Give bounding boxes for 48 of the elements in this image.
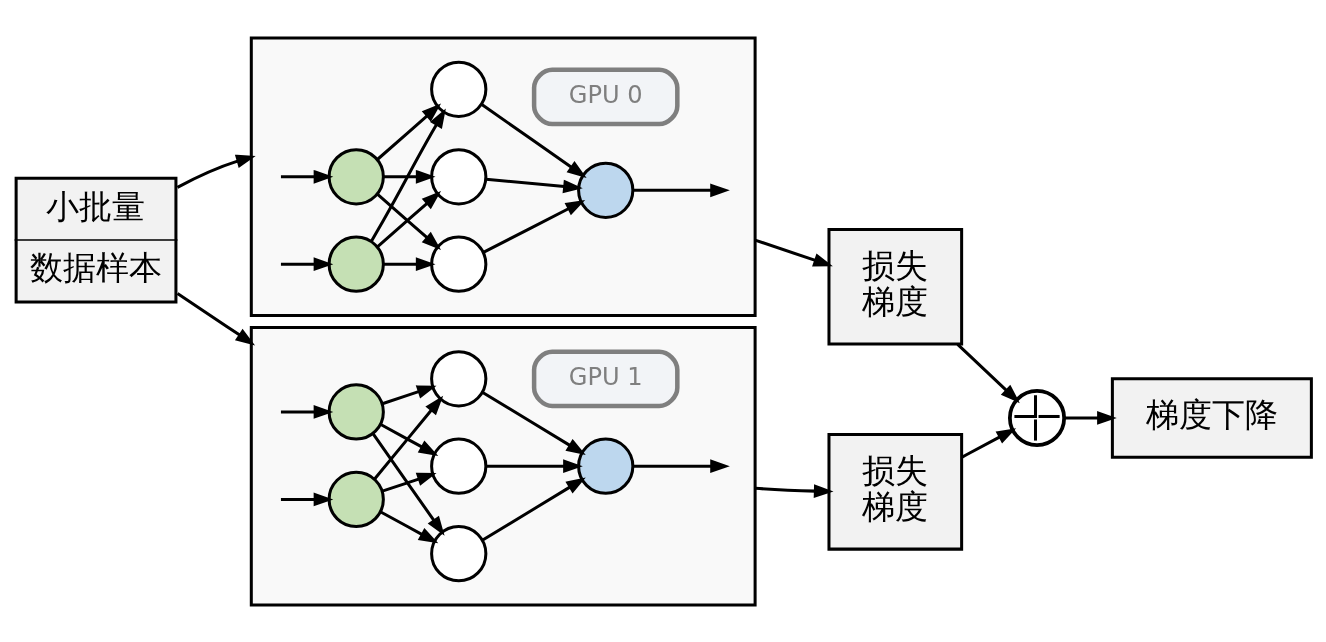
- arrow: [373, 395, 444, 480]
- arrow: [381, 384, 437, 405]
- arrow: [755, 483, 834, 498]
- arrow: [370, 107, 446, 242]
- arrow: [482, 199, 586, 254]
- arrow: [485, 458, 583, 473]
- arrow: [280, 404, 334, 419]
- arrow: [485, 177, 583, 193]
- arrow: [380, 510, 439, 543]
- arrow: [280, 492, 334, 506]
- arrow: [754, 238, 833, 267]
- arrow: [371, 432, 445, 536]
- arrow: [280, 256, 334, 271]
- node-box: 损失梯度: [827, 227, 964, 346]
- arrow: [633, 458, 730, 473]
- arrow: [956, 342, 1020, 403]
- arrow: [1064, 410, 1117, 425]
- node-box: GPU 1: [531, 348, 680, 408]
- arrow: [961, 427, 1017, 459]
- node-circle: [327, 147, 385, 205]
- node-circle: [577, 437, 635, 495]
- arrow: [176, 154, 256, 189]
- cluster: [249, 325, 757, 606]
- node-circle: [430, 524, 488, 582]
- arrow: [176, 291, 256, 345]
- node-circle: [430, 147, 488, 205]
- node-circle: [327, 470, 385, 528]
- arrow: [280, 169, 334, 184]
- arrow: [383, 169, 436, 184]
- arrow: [633, 182, 730, 197]
- arrow: [481, 476, 586, 541]
- node-box: GPU 0: [531, 67, 680, 126]
- node-circle: [327, 382, 385, 441]
- node-circle: [430, 349, 488, 407]
- arrow: [480, 102, 587, 178]
- arrow: [380, 422, 439, 456]
- node-circle: [1008, 388, 1067, 447]
- node-circle: [577, 161, 635, 219]
- arrow: [381, 472, 437, 493]
- node-circle: [430, 235, 488, 293]
- node-box: 梯度下降: [1110, 376, 1313, 459]
- arrow: [481, 390, 586, 455]
- arrow: [383, 256, 436, 271]
- node-box: 损失梯度: [827, 432, 964, 551]
- node-circle: [430, 60, 488, 118]
- arrow: [376, 103, 442, 161]
- node-circle: [430, 437, 488, 495]
- node-circle: [327, 235, 385, 293]
